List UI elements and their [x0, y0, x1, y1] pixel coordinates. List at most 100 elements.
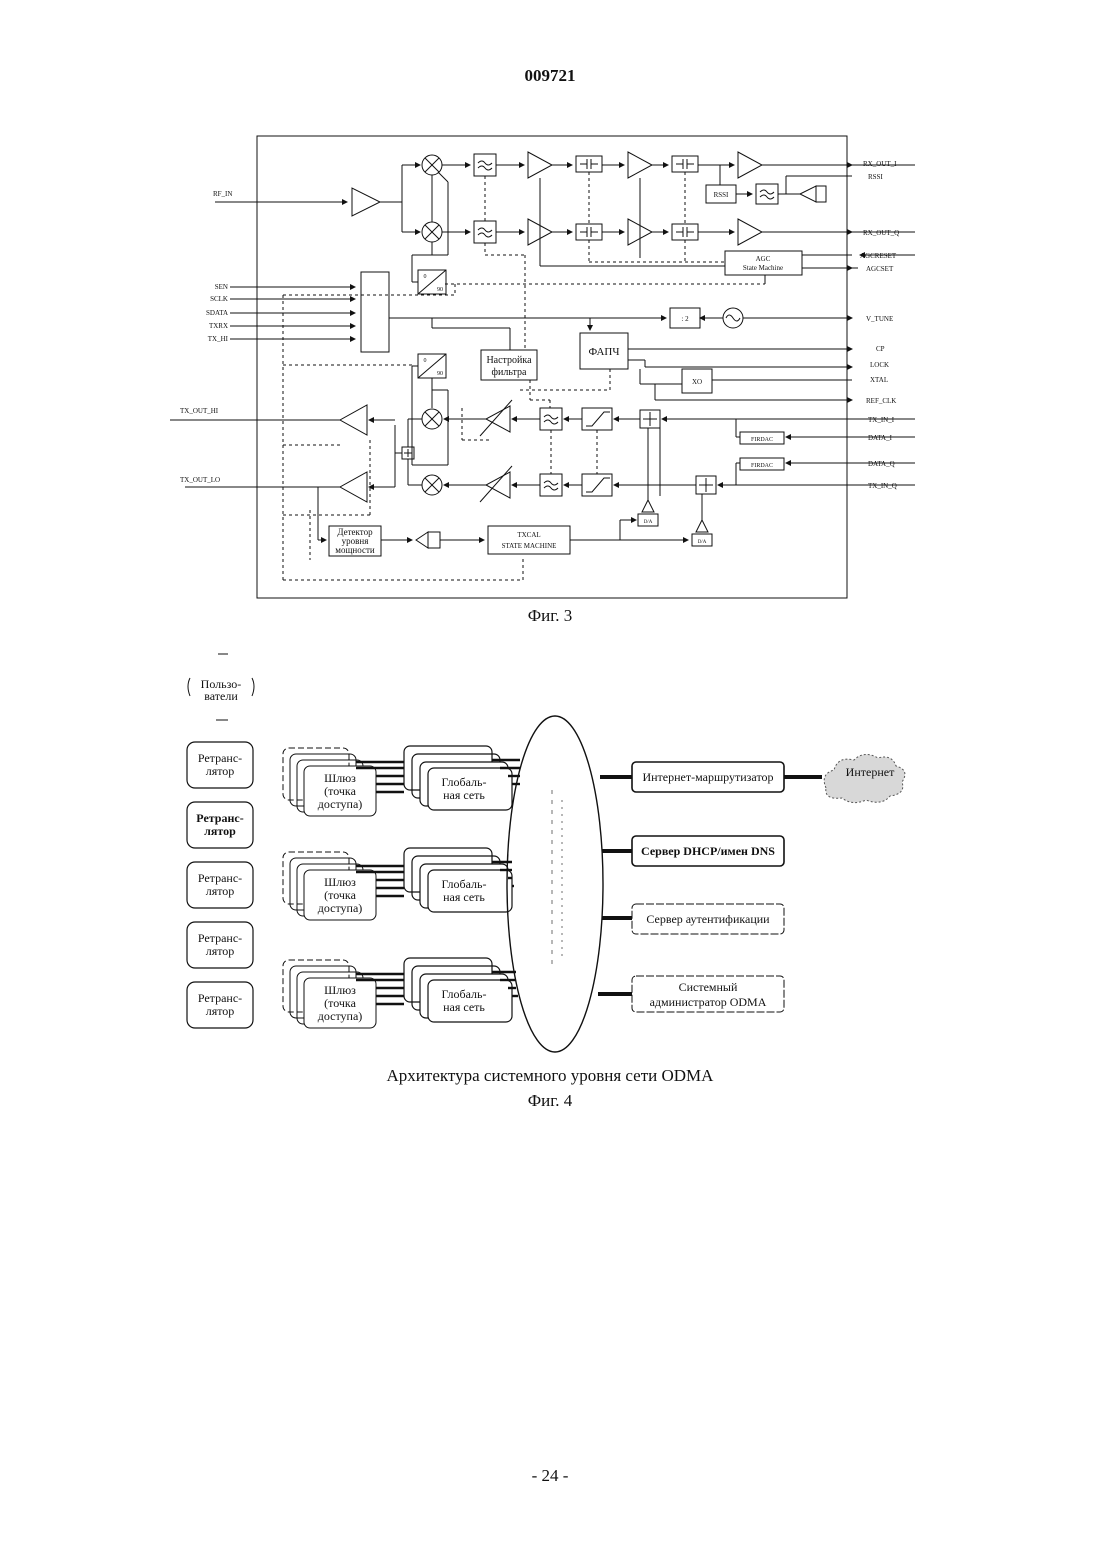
relay-4-label-1: Ретранс- — [198, 931, 242, 945]
users-label-2: ватели — [204, 689, 238, 703]
xo-label: XO — [692, 378, 702, 386]
div2-label: : 2 — [681, 315, 689, 323]
global-network-3-label-1: Глобаль- — [441, 987, 486, 1001]
rssi-filter — [756, 184, 778, 204]
signal-data-q: DATA_Q — [868, 460, 895, 468]
rx-dc-block-q-1 — [576, 224, 602, 240]
signal-tx-hi: TX_HI — [208, 335, 229, 343]
rx-dc-block-q-2 — [672, 224, 698, 240]
pll-label: ФАПЧ — [588, 346, 619, 358]
tx-filter-q — [540, 474, 562, 496]
firdac-q-label: FIRDAC — [751, 463, 773, 469]
phase-bot-90: 90 — [437, 371, 443, 377]
gateway-1-label-2: (точка — [324, 784, 356, 798]
lna-amplifier — [352, 188, 380, 216]
gateway-1-label-3: доступа) — [318, 797, 363, 811]
tx-filter-i — [540, 408, 562, 430]
global-network-1-label-2: ная сеть — [443, 788, 485, 802]
figure-4-caption: Фиг. 4 — [0, 1091, 1100, 1111]
relay-3-label-2: лятор — [206, 884, 235, 898]
signal-sdata: SDATA — [206, 309, 228, 317]
agc-label-1: AGC — [756, 255, 771, 263]
firdac-i-label: FIRDAC — [751, 437, 773, 443]
signal-tx-in-i: TX_IN_I — [868, 416, 895, 424]
da-2-label: D/A — [698, 540, 707, 545]
figure-4-title: Архитектура системного уровня сети ODMA — [0, 1066, 1100, 1086]
gateway-3-label-2: (точка — [324, 996, 356, 1010]
da-1-label: D/A — [644, 520, 653, 525]
relay-1-label-1: Ретранс- — [198, 751, 242, 765]
relay-3-label-1: Ретранс- — [198, 871, 242, 885]
global-network-2-label-1: Глобаль- — [441, 877, 486, 891]
admin-label-1: Системный — [679, 980, 738, 994]
rx-amp-q-3 — [738, 219, 762, 245]
relay-5-label-1: Ретранс- — [198, 991, 242, 1005]
filter-tuning-label-2: фильтра — [492, 367, 527, 378]
figure-3-caption: Фиг. 3 — [0, 606, 1100, 626]
rx-amp-i-2 — [628, 152, 652, 178]
signal-xtal: XTAL — [870, 376, 888, 384]
tx-ramp-q — [582, 474, 612, 496]
rx-amp-i-1 — [528, 152, 552, 178]
rx-dc-block-i-2 — [672, 156, 698, 172]
internet-label: Интернет — [846, 765, 895, 779]
signal-lock: LOCK — [870, 361, 889, 369]
signal-rf-in: RF_IN — [213, 190, 232, 198]
signal-rssi: RSSI — [868, 173, 883, 181]
rx-amp-i-3 — [738, 152, 762, 178]
page-number: - 24 - — [0, 1466, 1100, 1486]
signal-agcset: AGCSET — [866, 265, 894, 273]
signal-tx-out-hi: TX_OUT_HI — [180, 407, 219, 415]
signal-rx-out-q: RX_OUT_Q — [863, 229, 899, 237]
signal-agcreset: AGCRESET — [860, 252, 897, 260]
gateway-1-label-1: Шлюз — [324, 771, 356, 785]
relay-2-label-1: Ретранс- — [196, 811, 243, 825]
relay-1-label-2: лятор — [206, 764, 235, 778]
figure-3-diagram: RF_IN SEN SCLK SDATA TXRX TX_HI TX_OUT_H… — [0, 0, 1100, 620]
phase-bot-0: 0 — [424, 358, 427, 364]
signal-txrx: TXRX — [209, 322, 228, 330]
dhcp-label: Сервер DHCP/имен DNS — [641, 844, 775, 858]
tx-ramp-i — [582, 408, 612, 430]
signal-cp: CP — [876, 345, 885, 353]
global-network-2-label-2: ная сеть — [443, 890, 485, 904]
signal-tx-in-q: TX_IN_Q — [868, 482, 897, 490]
signal-ref-clk: REF_CLK — [866, 397, 896, 405]
admin-label-2: администратор ODMA — [650, 995, 767, 1009]
signal-v-tune: V_TUNE — [866, 315, 893, 323]
relay-2-label-2: лятор — [204, 824, 236, 838]
agc-label-2: State Machine — [743, 264, 783, 272]
txcal-label-2: STATE MACHINE — [502, 542, 557, 550]
signal-rx-out-i: RX_OUT_I — [863, 160, 897, 168]
control-interface-block — [361, 272, 389, 352]
rx-filter-i — [474, 154, 496, 176]
tx-vga-q — [486, 472, 510, 498]
global-network-1-label-1: Глобаль- — [441, 775, 486, 789]
relay-5-label-2: лятор — [206, 1004, 235, 1018]
rssi-label: RSSI — [714, 191, 729, 199]
signal-tx-out-lo: TX_OUT_LO — [180, 476, 220, 484]
relay-4-label-2: лятор — [206, 944, 235, 958]
rx-dc-block-i-1 — [576, 156, 602, 172]
gateway-3-label-1: Шлюз — [324, 983, 356, 997]
rx-filter-q — [474, 221, 496, 243]
tx-amp-hi — [340, 405, 367, 435]
phase-top-90: 90 — [437, 287, 443, 293]
gateway-3-label-3: доступа) — [318, 1009, 363, 1023]
phase-top-0: 0 — [424, 274, 427, 280]
gateway-2-label-2: (точка — [324, 888, 356, 902]
txcal-label-1: TXCAL — [517, 531, 540, 539]
rssi-buffer — [800, 186, 816, 202]
global-network-3-label-2: ная сеть — [443, 1000, 485, 1014]
figure-4-diagram: Пользо- ватели Ретранс- лятор Ретранс- л… — [0, 640, 1100, 1060]
gateway-2-label-3: доступа) — [318, 901, 363, 915]
gateway-2-label-1: Шлюз — [324, 875, 356, 889]
detector-label-3: мощности — [335, 545, 375, 555]
signal-sclk: SCLK — [210, 295, 228, 303]
router-label: Интернет-маршрутизатор — [642, 770, 773, 784]
tx-amp-lo — [340, 472, 367, 502]
filter-tuning-label-1: Настройка — [486, 355, 532, 366]
signal-sen: SEN — [215, 283, 228, 291]
backbone-network — [507, 716, 603, 1052]
signal-data-i: DATA_I — [868, 434, 893, 442]
